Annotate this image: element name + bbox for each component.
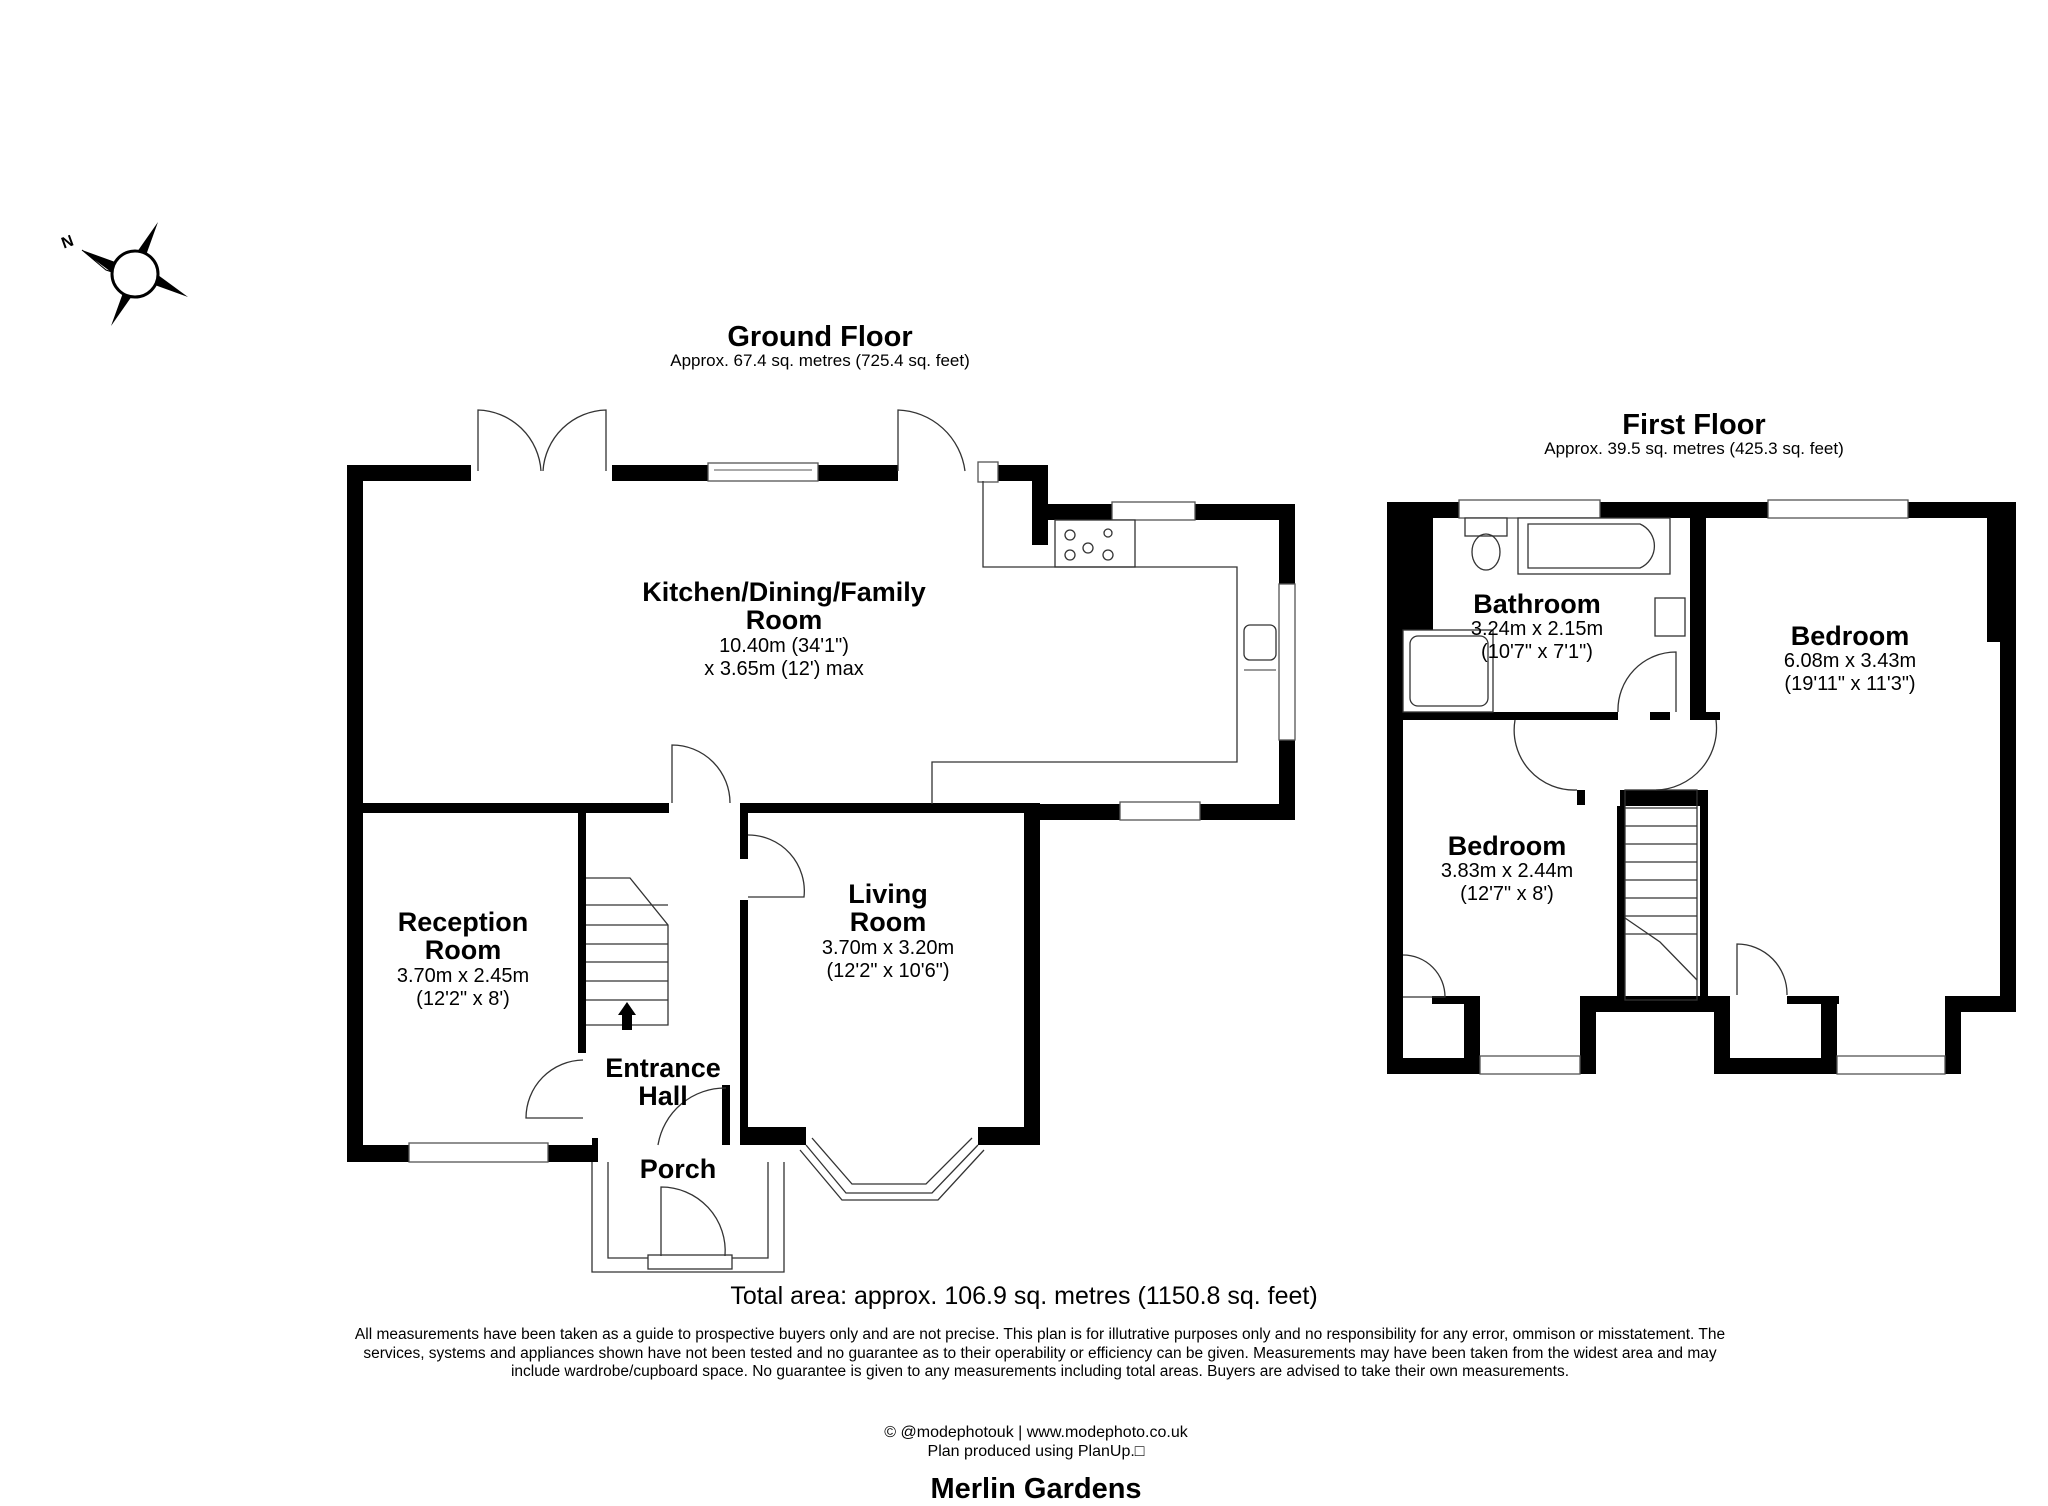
room-label-reception: Reception Room 3.70m x 2.45m (12'2" x 8'… (396, 907, 530, 1010)
disclaimer-text: All measurements have been taken as a gu… (354, 1326, 1726, 1381)
total-area: Total area: approx. 106.9 sq. metres (11… (730, 1282, 1318, 1310)
room-label-bedroom-second: Bedroom 3.83m x 2.44m (12'7" x 8') (1440, 831, 1574, 906)
credit-line-1: © @modephotouk | www.modephoto.co.uk (884, 1424, 1188, 1441)
first-floor-title: First Floor (1622, 409, 1766, 441)
first-floor-area: Approx. 39.5 sq. metres (425.3 sq. feet) (1544, 439, 1844, 459)
room-label-porch: Porch (639, 1154, 717, 1184)
credit-block: © @modephotouk | www.modephoto.co.uk Pla… (884, 1423, 1187, 1461)
credit-line-2: Plan produced using PlanUp.□ (927, 1443, 1145, 1461)
room-label-bedroom-main: Bedroom 6.08m x 3.43m (19'11" x 11'3") (1783, 621, 1917, 696)
room-label-kitchen: Kitchen/Dining/Family Room 10.40m (34'1"… (642, 577, 926, 680)
first-floor-plan (1387, 499, 2016, 1075)
ground-floor-heading: Ground Floor Approx. 67.4 sq. metres (72… (670, 322, 970, 370)
ground-floor-title: Ground Floor (727, 321, 913, 353)
property-name: Merlin Gardens (930, 1473, 1142, 1505)
ground-floor-plan (347, 409, 1296, 1273)
north-compass-icon (81, 222, 188, 326)
room-label-entrance-hall: Entrance Hall (605, 1053, 721, 1112)
ground-floor-area: Approx. 67.4 sq. metres (725.4 sq. feet) (670, 351, 970, 371)
first-floor-heading: First Floor Approx. 39.5 sq. metres (425… (1544, 410, 1844, 458)
room-label-living: Living Room 3.70m x 3.20m (12'2" x 10'6"… (821, 879, 955, 982)
room-label-bathroom: Bathroom 3.24m x 2.15m (10'7" x 7'1") (1470, 589, 1604, 664)
